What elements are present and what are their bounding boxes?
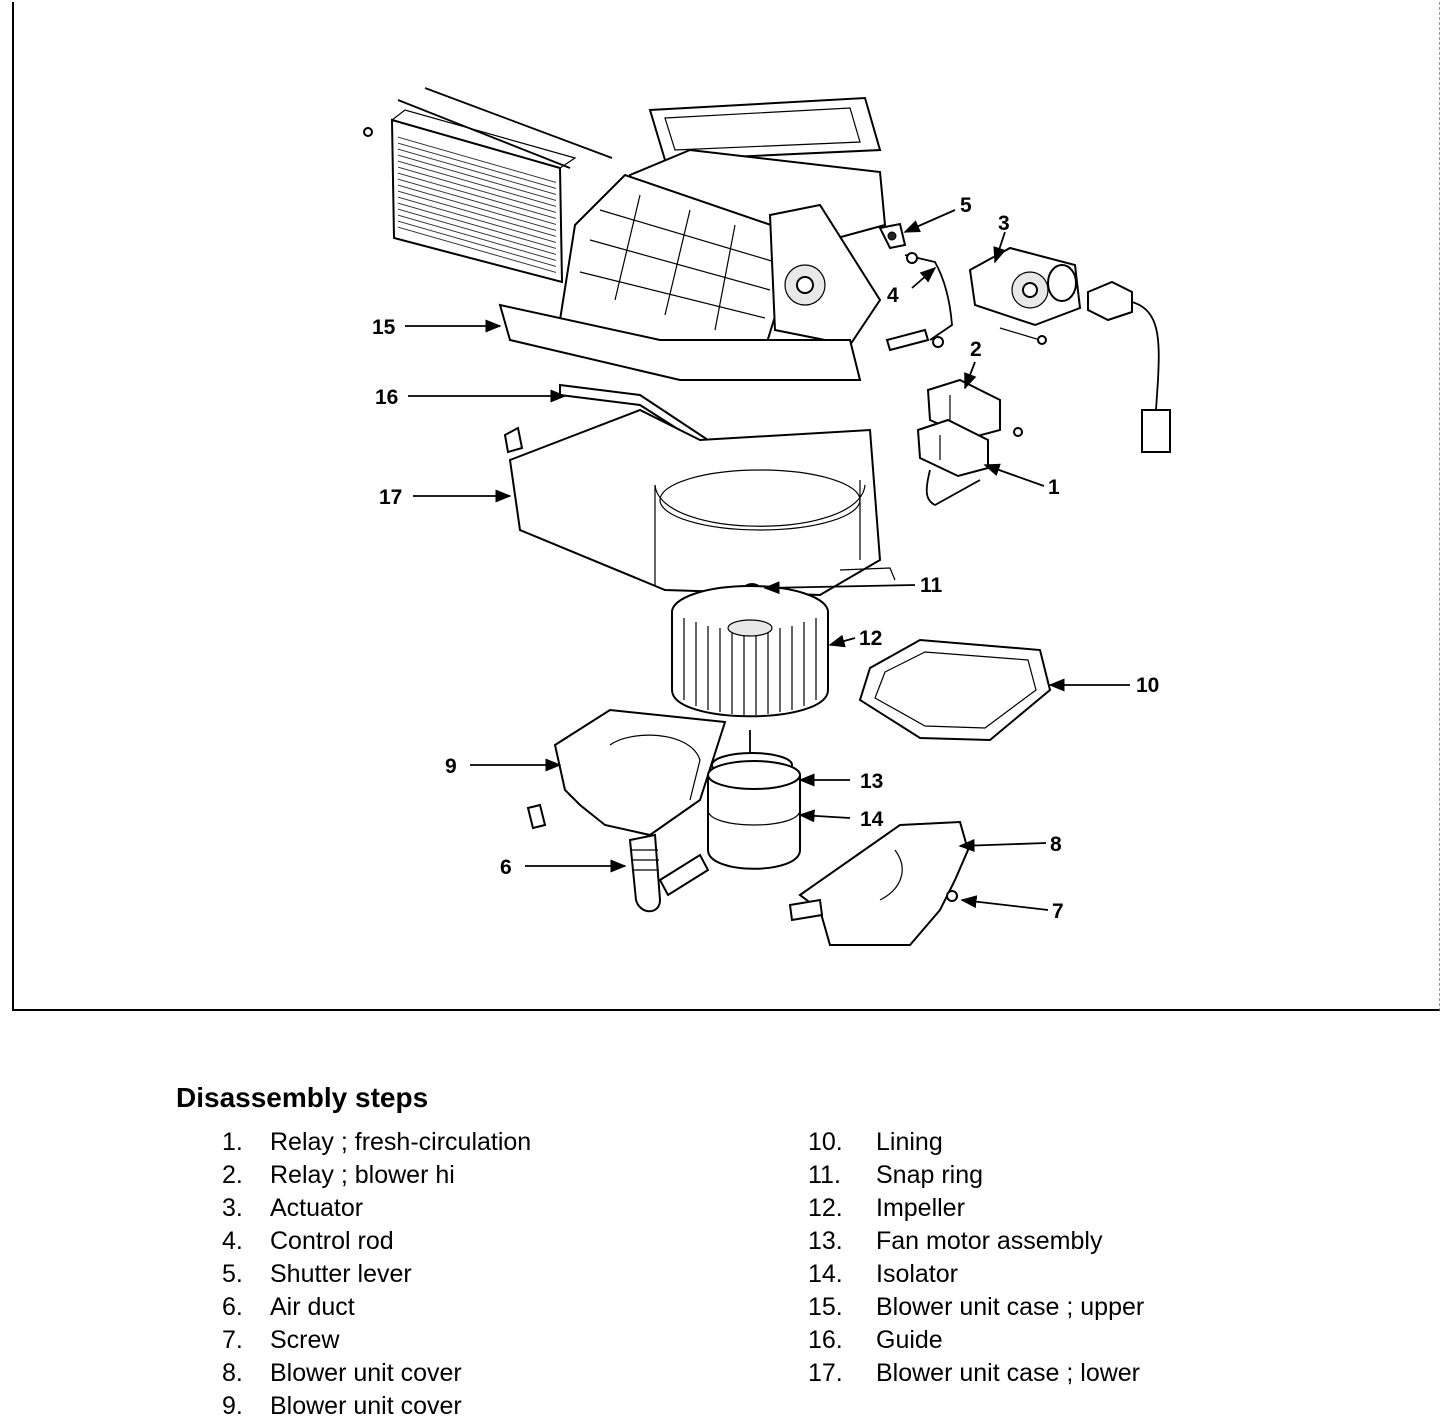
actuator xyxy=(968,246,1082,345)
legend-item-number: 9. xyxy=(222,1392,243,1420)
legend-item: 15. Blower unit case ; upper xyxy=(808,1291,1144,1324)
legend-item: 17. Blower unit case ; lower xyxy=(808,1357,1144,1390)
lining xyxy=(858,638,1052,742)
callout-10: 10 xyxy=(1136,674,1159,697)
legend-item: 13. Fan motor assembly xyxy=(808,1225,1144,1258)
legend-item-text: Shutter lever xyxy=(270,1260,412,1288)
legend-item-number: 17. xyxy=(808,1359,843,1387)
legend-item-number: 16. xyxy=(808,1326,843,1354)
legend-item-number: 7. xyxy=(222,1326,243,1354)
legend-item-text: Blower unit case ; upper xyxy=(876,1293,1145,1321)
callout-6: 6 xyxy=(500,856,512,879)
shutter-lever xyxy=(878,222,907,250)
callout-8: 8 xyxy=(1050,833,1062,856)
callout-3: 3 xyxy=(998,212,1010,235)
legend-item-text: Blower unit cover xyxy=(270,1392,462,1420)
legend-item: 4. Control rod xyxy=(222,1225,531,1258)
disassembly-legend: Disassembly steps 1. Relay ; fresh-circul… xyxy=(0,1070,1456,1420)
callout-16: 16 xyxy=(375,386,398,409)
legend-item-text: Lining xyxy=(876,1128,943,1156)
screw xyxy=(946,890,958,902)
leader-lines xyxy=(405,209,1130,911)
legend-item-number: 1. xyxy=(222,1128,243,1156)
callout-5: 5 xyxy=(960,194,972,217)
blower-unit-cover-left xyxy=(526,708,727,837)
legend-item: 9. Blower unit cover xyxy=(222,1390,531,1423)
legend-item: 1. Relay ; fresh-circulation xyxy=(222,1126,531,1159)
legend-item: 11. Snap ring xyxy=(808,1159,1144,1192)
figure-frame xyxy=(12,2,1440,1011)
legend-item-text: Blower unit cover xyxy=(270,1359,462,1387)
legend-item-text: Control rod xyxy=(270,1227,394,1255)
legend-item: 6. Air duct xyxy=(222,1291,531,1324)
callout-13: 13 xyxy=(860,770,883,793)
callout-15: 15 xyxy=(372,316,396,339)
legend-item-number: 5. xyxy=(222,1260,243,1288)
legend-item-number: 13. xyxy=(808,1227,843,1255)
exploded-view-diagram: 1 2 3 4 5 6 7 8 9 10 11 12 13 14 15 16 1… xyxy=(363,87,1171,946)
legend-item-number: 6. xyxy=(222,1293,243,1321)
legend-item-number: 14. xyxy=(808,1260,843,1288)
legend-item-number: 4. xyxy=(222,1227,243,1255)
fan-motor-assembly xyxy=(707,730,801,870)
callout-12: 12 xyxy=(859,627,882,650)
callout-9: 9 xyxy=(445,755,457,778)
blower-unit-case-upper xyxy=(498,96,887,381)
legend-left-column: 1. Relay ; fresh-circulation 2. Relay ; bl… xyxy=(222,1126,531,1423)
legend-item: 7. Screw xyxy=(222,1324,531,1357)
legend-item-text: Actuator xyxy=(270,1194,364,1222)
callout-7: 7 xyxy=(1052,900,1064,923)
callout-11: 11 xyxy=(920,574,943,597)
legend-item-number: 3. xyxy=(222,1194,243,1222)
callout-4: 4 xyxy=(887,284,899,307)
filter-panel xyxy=(363,87,613,284)
air-duct xyxy=(628,833,710,913)
legend-item: 14. Isolator xyxy=(808,1258,1144,1291)
control-rod xyxy=(885,252,953,352)
legend-item-text: Isolator xyxy=(876,1260,958,1288)
legend-item-text: Air duct xyxy=(270,1293,355,1321)
callout-17: 17 xyxy=(379,486,402,509)
callout-2: 2 xyxy=(970,338,982,361)
legend-item-text: Relay ; blower hi xyxy=(270,1161,455,1189)
legend-item-text: Relay ; fresh-circulation xyxy=(270,1128,532,1156)
isolator xyxy=(707,809,801,826)
legend-item: 3. Actuator xyxy=(222,1192,531,1225)
legend-item: 8. Blower unit cover xyxy=(222,1357,531,1390)
connector-harness xyxy=(1087,280,1171,453)
legend-item-number: 8. xyxy=(222,1359,243,1387)
legend-item-text: Fan motor assembly xyxy=(876,1227,1103,1255)
legend-item-number: 10. xyxy=(808,1128,843,1156)
legend-title: Disassembly steps xyxy=(176,1082,429,1113)
legend-item: 2. Relay ; blower hi xyxy=(222,1159,531,1192)
legend-item-number: 11. xyxy=(808,1161,841,1189)
legend-item-text: Guide xyxy=(876,1326,943,1354)
legend-item: 10. Lining xyxy=(808,1126,1144,1159)
legend-item-number: 15. xyxy=(808,1293,843,1321)
legend-item-text: Impeller xyxy=(876,1194,965,1222)
legend-item-text: Screw xyxy=(270,1326,340,1354)
legend-item-number: 2. xyxy=(222,1161,243,1189)
legend-item: 12. Impeller xyxy=(808,1192,1144,1225)
legend-item-text: Blower unit case ; lower xyxy=(876,1359,1141,1387)
blower-unit-case-lower xyxy=(503,408,896,597)
legend-item: 16. Guide xyxy=(808,1324,1144,1357)
impeller xyxy=(671,585,829,718)
legend-item: 5. Shutter lever xyxy=(222,1258,531,1291)
callout-1: 1 xyxy=(1048,476,1060,499)
legend-item-number: 12. xyxy=(808,1194,843,1222)
legend-item-text: Snap ring xyxy=(876,1161,984,1189)
blower-unit-cover-right xyxy=(788,820,970,946)
callout-14: 14 xyxy=(860,808,884,831)
legend-right-column: 10. Lining 11. Snap ring 12. Impeller 13. Fa… xyxy=(808,1126,1144,1390)
